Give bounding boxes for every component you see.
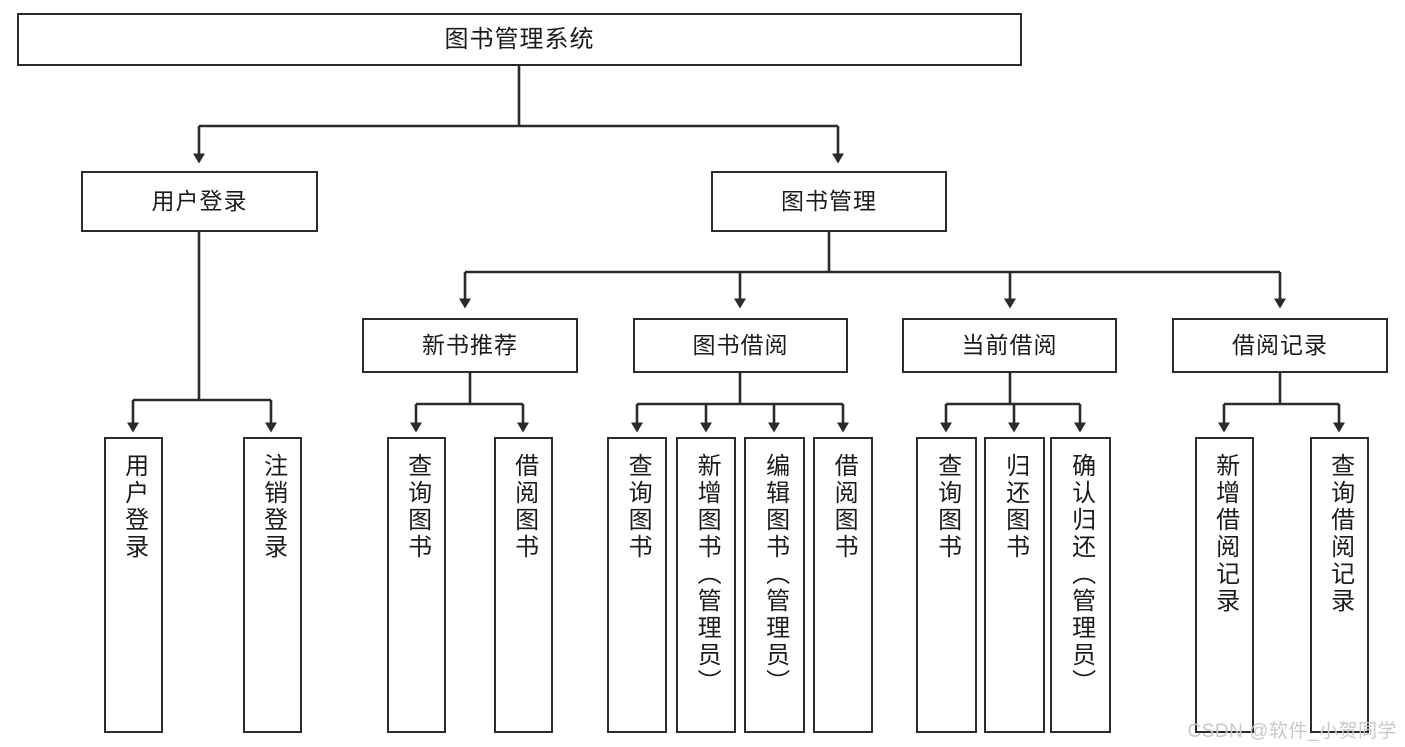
- node-current-borrow[interactable]: 当前借阅: [902, 318, 1117, 373]
- leaf-query-borrow-record[interactable]: 查询借阅记录: [1310, 437, 1369, 733]
- node-user-login[interactable]: 用户登录: [81, 171, 318, 232]
- leaf-add-book-admin[interactable]: 新增图书（管理员）: [676, 437, 736, 733]
- leaf-confirm-return-admin[interactable]: 确认归还（管理员）: [1050, 437, 1111, 733]
- node-book-borrow[interactable]: 图书借阅: [633, 318, 848, 373]
- node-label: 图书管理: [781, 188, 877, 215]
- leaf-logout[interactable]: 注销登录: [243, 437, 302, 733]
- leaf-query-book-borrow[interactable]: 查询图书: [607, 437, 667, 733]
- node-label: 用户登录: [120, 453, 148, 561]
- leaf-query-book-current[interactable]: 查询图书: [916, 437, 977, 733]
- node-label: 借阅记录: [1232, 332, 1328, 359]
- leaf-query-book-recommend[interactable]: 查询图书: [387, 437, 446, 733]
- node-label: 查询图书: [933, 453, 961, 561]
- leaf-return-book[interactable]: 归还图书: [984, 437, 1045, 733]
- leaf-add-borrow-record[interactable]: 新增借阅记录: [1195, 437, 1254, 733]
- node-label: 图书借阅: [692, 332, 789, 359]
- leaf-borrow-book-recommend[interactable]: 借阅图书: [494, 437, 553, 733]
- node-label: 新增借阅记录: [1211, 453, 1239, 615]
- node-label: 新书推荐: [422, 332, 518, 359]
- node-label: 编辑图书（管理员）: [761, 453, 789, 696]
- node-label: 新增图书（管理员）: [693, 453, 721, 696]
- watermark: CSDN @软件_小贺同学: [1187, 721, 1397, 742]
- node-label: 查询图书: [624, 453, 652, 561]
- node-label: 借阅图书: [510, 453, 538, 561]
- node-label: 注销登录: [259, 453, 287, 561]
- leaf-user-login[interactable]: 用户登录: [104, 437, 163, 733]
- node-label: 用户登录: [151, 188, 248, 215]
- node-label: 确认归还（管理员）: [1067, 453, 1095, 696]
- node-label: 归还图书: [1001, 453, 1029, 561]
- node-borrow-records[interactable]: 借阅记录: [1172, 318, 1388, 373]
- node-label: 借阅图书: [830, 453, 858, 561]
- leaf-borrow-book[interactable]: 借阅图书: [813, 437, 873, 733]
- node-label: 查询借阅记录: [1326, 453, 1354, 615]
- node-book-management[interactable]: 图书管理: [711, 171, 947, 232]
- node-new-book-recommend[interactable]: 新书推荐: [362, 318, 578, 373]
- leaf-edit-book-admin[interactable]: 编辑图书（管理员）: [744, 437, 805, 733]
- node-root-system[interactable]: 图书管理系统: [17, 13, 1022, 66]
- node-label: 图书管理系统: [444, 25, 595, 53]
- node-label: 当前借阅: [961, 332, 1058, 359]
- node-label: 查询图书: [403, 453, 431, 561]
